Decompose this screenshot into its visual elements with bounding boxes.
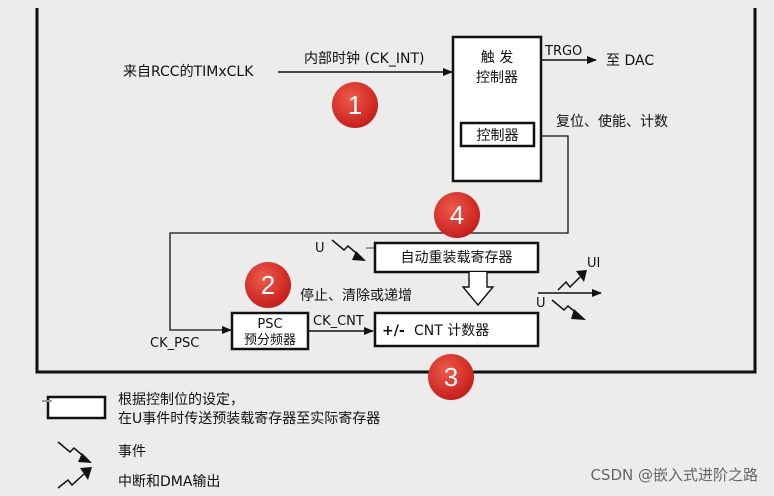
- u-event-in-label: U: [315, 241, 325, 256]
- auto-reload-register-box: [373, 241, 540, 274]
- ck-psc-feedback-line: [169, 135, 569, 334]
- input-source-label: 来自RCC的TIMxCLK: [123, 64, 254, 80]
- preload-transfer-arrow: [461, 272, 495, 307]
- step-marker-2: 2: [245, 262, 291, 308]
- controller-box: [459, 121, 536, 148]
- stop-clear-inc-label: 停止、清除或递增: [300, 287, 412, 304]
- cnt-counter-box: [373, 311, 540, 348]
- u-output-label: U: [536, 296, 546, 311]
- legend-event-icon: [57, 441, 92, 463]
- trigger-controller-line2: 控制器: [476, 70, 518, 86]
- trgo-label: TRGO: [544, 44, 582, 59]
- to-dac-label: 至 DAC: [606, 53, 654, 69]
- interrupt-dma-bolt-icon: [557, 270, 587, 291]
- auto-reload-register-label: 自动重装载寄存器: [401, 249, 513, 266]
- event-bolt-icon: [331, 239, 366, 261]
- timer-frame: [35, 8, 757, 374]
- internal-clock-label: 内部时钟 (CK_INT): [304, 50, 424, 67]
- legend: 根据控制位的设定， 在U事件时传送预装载寄存器至实际寄存器 事件 中断和DMA输…: [42, 392, 380, 490]
- legend-preload-box: [46, 395, 107, 420]
- step-marker-4: 4: [434, 192, 480, 238]
- cnt-counter-sign: +/-: [382, 323, 405, 339]
- step-marker-3: 3: [428, 354, 474, 400]
- event-out-bolt-icon: [551, 299, 586, 320]
- svg-text:3: 3: [444, 362, 458, 392]
- ck-cnt-label: CK_CNT: [313, 314, 364, 329]
- cnt-counter-label: CNT 计数器: [414, 323, 489, 339]
- controller-label: 控制器: [477, 128, 519, 144]
- ck-psc-label: CK_PSC: [150, 336, 199, 351]
- svg-text:2: 2: [261, 270, 275, 300]
- psc-label: PSC: [257, 317, 282, 332]
- step-marker-1: 1: [332, 82, 378, 128]
- ui-output-label: UI: [587, 256, 600, 271]
- legend-preload-line2: 在U事件时传送预装载寄存器至实际寄存器: [118, 410, 380, 427]
- legend-interrupt-dma-icon: [57, 467, 92, 489]
- trigger-controller-line1: 触 发: [481, 50, 513, 66]
- trigger-controller-box: [451, 35, 543, 183]
- csdn-watermark: CSDN @嵌入式进阶之路: [590, 466, 758, 484]
- svg-text:4: 4: [450, 200, 464, 230]
- legend-interrupt-dma-label: 中断和DMA输出: [118, 474, 220, 490]
- legend-event-label: 事件: [118, 444, 146, 460]
- reset-enable-count-label: 复位、使能、计数: [556, 113, 668, 130]
- svg-text:1: 1: [348, 90, 362, 120]
- prescaler-label: 预分频器: [244, 333, 296, 348]
- legend-preload-line1: 根据控制位的设定，: [118, 392, 244, 408]
